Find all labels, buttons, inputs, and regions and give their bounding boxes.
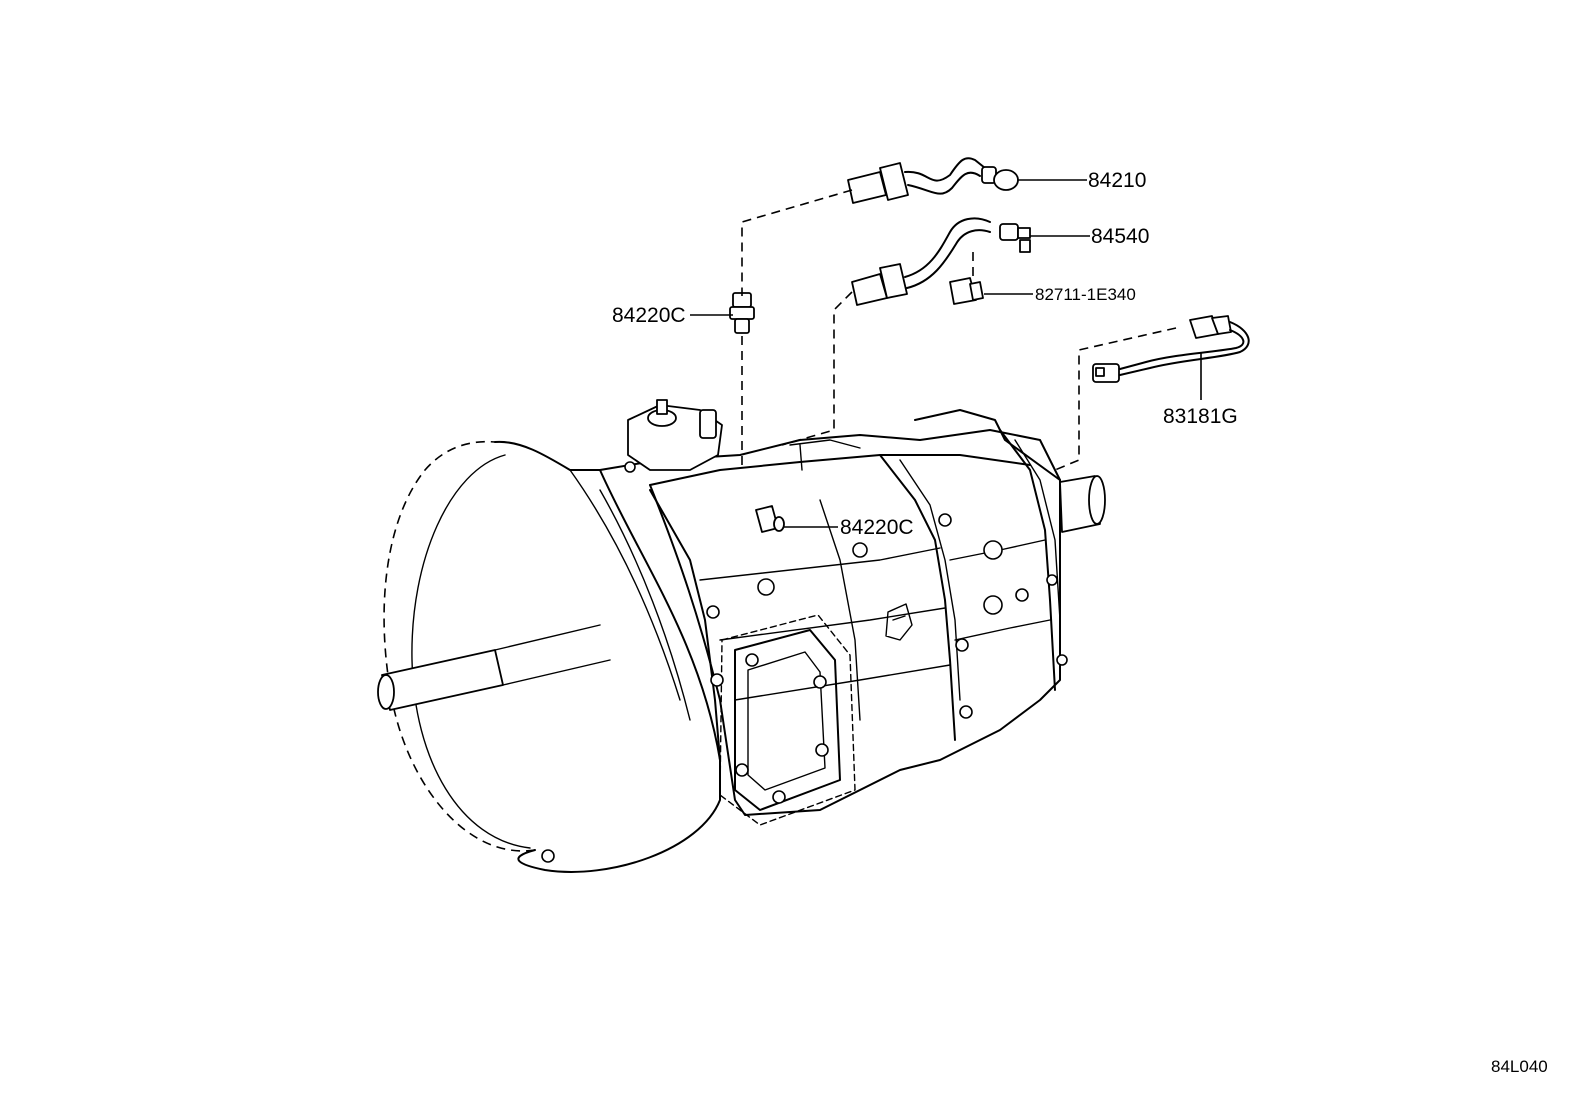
part-84540-sensor	[851, 217, 1031, 306]
callout-84220c-case: 84220C	[840, 516, 914, 539]
callout-82711-1e340: 82711-1E340	[1035, 285, 1136, 304]
part-84220c-switch-case	[755, 505, 785, 533]
main-case-body	[649, 479, 1061, 816]
transmission-assembly	[377, 399, 1106, 873]
input-shaft	[377, 624, 611, 711]
installation-lines	[741, 189, 1177, 471]
leader-lines	[690, 179, 1202, 528]
case-bolts	[541, 461, 1068, 863]
shift-tower	[627, 399, 723, 471]
case-rib-1	[649, 489, 721, 761]
callout-83181g: 83181G	[1163, 405, 1238, 428]
part-84210-switch	[847, 157, 1019, 204]
output-shaft	[1059, 475, 1106, 533]
case-rib-2	[879, 454, 956, 741]
side-cover	[719, 614, 856, 826]
figure-code: 84L040	[1491, 1057, 1548, 1076]
part-83181g-sensor	[1092, 315, 1250, 383]
part-82711-connector	[949, 277, 984, 305]
callout-84540: 84540	[1091, 225, 1149, 248]
linkage-detail	[885, 603, 913, 641]
rear-extension	[914, 409, 1061, 481]
callout-84210: 84210	[1088, 169, 1146, 192]
case-rib-3	[999, 429, 1056, 691]
bell-housing-outline	[494, 440, 721, 873]
bell-housing-inner	[411, 454, 531, 849]
callout-84220c-upper: 84220C	[612, 304, 686, 327]
part-84220c-switch-upper	[729, 292, 755, 334]
